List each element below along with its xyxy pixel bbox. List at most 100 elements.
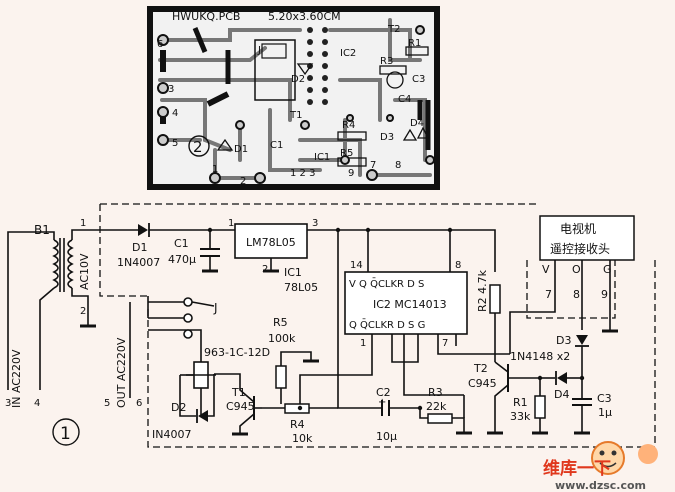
pcb-pin-1: 1 (212, 164, 218, 175)
pin-3: 3 (5, 398, 11, 409)
label-relay-j: J (213, 301, 218, 315)
svg-text:+: + (378, 397, 386, 408)
pin-1: 1 (80, 218, 86, 229)
pcb-pin-8: 8 (395, 160, 401, 171)
pcb-label-t1: T1 (289, 110, 302, 121)
label-ic1-part: 78L05 (284, 281, 318, 294)
pin-9: 9 (601, 288, 608, 301)
ic1-pin-3: 3 (312, 218, 318, 229)
resistor-r2 (489, 284, 501, 314)
resistor-r1 (534, 395, 546, 419)
label-d2: D2 (171, 401, 186, 414)
ic1-pin-1: 1 (228, 218, 234, 229)
pcb-label-r1: R1 (408, 38, 421, 49)
label-d2-part: IN4007 (152, 428, 191, 441)
label-c2-val: 10μ (376, 430, 397, 443)
watermark-url: www.dzsc.com (555, 479, 646, 492)
pcb-label-c4: C4 (398, 94, 411, 105)
figure-no-1: 1 (60, 424, 71, 444)
pin-4: 4 (34, 398, 40, 409)
label-d3-d4-part: 1N4148 x2 (510, 350, 570, 363)
label-t2: T2 (473, 362, 488, 375)
pcb-label-j: J (257, 45, 261, 56)
label-r4: R4 (290, 418, 305, 431)
label-tv-line1: 电视机 (560, 221, 596, 236)
label-d1-part: 1N4007 (117, 256, 160, 269)
diode-d4 (557, 372, 567, 384)
label-t2-part: C945 (468, 377, 497, 390)
figure-circle-1 (52, 418, 80, 446)
pin-label-g: G (603, 263, 612, 276)
label-c2: C2 (376, 386, 391, 399)
tv-receiver-head (539, 215, 635, 261)
pcb-pin-9: 9 (348, 168, 354, 179)
diode-d1 (100, 223, 235, 237)
pcb-pin-3: 3 (168, 84, 174, 95)
capacitor-c2 (381, 400, 420, 416)
label-relay-part: 963-1C-12D (204, 346, 270, 359)
pcb-label-r5: R5 (340, 148, 353, 159)
transformer-b1 (7, 229, 100, 390)
label-c3: C3 (597, 392, 612, 405)
pcb-size: 5.20x3.60CM (268, 10, 341, 23)
rail-5v (307, 229, 496, 272)
label-ic1: IC1 (284, 266, 302, 279)
label-ac10v: AC10V (78, 253, 91, 290)
transistor-t2 (494, 361, 540, 432)
label-r3-val: 22k (426, 400, 447, 413)
label-d3: D3 (556, 334, 571, 347)
label-out-ac220v: OUT AC220V (115, 337, 128, 408)
pcb-label-d1: D1 (234, 144, 248, 155)
pcb-label-c3: C3 (412, 74, 425, 85)
pcb-label-t2: T2 (387, 24, 400, 35)
relay-j (148, 297, 216, 416)
watermark-logo (591, 441, 658, 475)
label-t1: T1 (231, 386, 246, 399)
label-c1-val: 470μ (168, 253, 196, 266)
label-ic2-bottom-pins: Q Q̄CLKR D S G (349, 318, 425, 331)
label-ic1-chip: LM78L05 (246, 236, 296, 249)
pcb-label-ic1: IC1 (314, 152, 330, 163)
pin-5: 5 (104, 398, 110, 409)
label-c3-val: 1μ (598, 406, 612, 419)
pcb-label-d3: D3 (380, 132, 394, 143)
label-d1: D1 (132, 241, 147, 254)
pcb-labels: HWUKQ.PCB 5.20x3.60CM 6 3 4 5 2 J D2 IC2… (157, 10, 425, 187)
label-r1-val: 33k (510, 410, 531, 423)
resistor-r4 (284, 403, 310, 414)
pcb-label-d2: D2 (291, 74, 305, 85)
pin-7: 7 (545, 288, 552, 301)
pcb-label-r4: R4 (342, 120, 355, 131)
label-r1: R1 (513, 396, 528, 409)
pcb-pin-7: 7 (370, 160, 376, 171)
ic2-pin-1: 1 (360, 338, 366, 349)
label-d4: D4 (554, 388, 569, 401)
resistor-r3 (427, 413, 453, 424)
pin-8: 8 (573, 288, 580, 301)
label-t1-part: C945 (226, 400, 255, 413)
pcb-pin-5: 5 (172, 138, 178, 149)
pcb-figure-circle (188, 135, 210, 157)
pcb-pin-4: 4 (172, 108, 178, 119)
pcb-label-ic2: IC2 (340, 48, 356, 59)
label-tv-line2: 遥控接收头 (550, 241, 610, 256)
pin-label-v: V (542, 263, 550, 276)
flipflop-ic2 (344, 271, 468, 335)
pcb-board (147, 6, 440, 190)
ic2-pin-8: 8 (455, 260, 461, 271)
transistor-t1 (214, 373, 262, 436)
pin-label-o: O (572, 263, 581, 276)
pcb-label-c1: C1 (270, 140, 283, 151)
pcb-ic1-pins: 1 2 3 (290, 168, 315, 179)
label-b1: B1 (34, 223, 50, 237)
diode-d2 (179, 374, 215, 423)
label-r5-val: 100k (268, 332, 296, 345)
pin-6: 6 (136, 398, 142, 409)
diode-d3 (576, 335, 588, 345)
label-r3: R3 (428, 386, 443, 399)
pcb-pin-2: 2 (240, 176, 246, 187)
label-in-ac220v: IN AC220V (10, 349, 23, 408)
enclosure-outline (99, 203, 656, 448)
